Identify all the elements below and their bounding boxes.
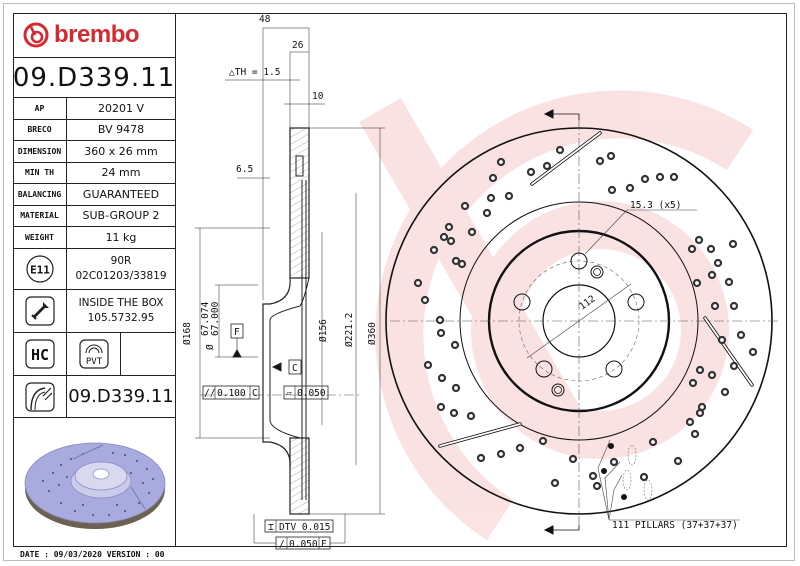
spec-value: 360 x 26 mm [84,144,158,158]
spec-key: MATERIAL [13,205,67,226]
svg-text:HC: HC [30,346,48,364]
pillars-note: 111 PILLARS (37+37+37) [612,520,738,531]
spec-row-weight: WEIGHT 11 kg [13,227,175,249]
svg-text:E11: E11 [30,264,50,277]
spec-value: GUARANTEED [82,187,160,201]
spec-row-balancing: BALANCING GUARANTEED [13,184,175,206]
datum-c-label: C [292,363,298,374]
spec-row-breco: BRECO BV 9478 [13,119,175,141]
hole-note: 15.3 (x5) [630,200,681,211]
badge-row: HC PVT [13,333,175,376]
tol-parallel-ref: C [252,388,258,399]
dim-360: Ø360 [367,322,378,345]
flatness-symbol-icon: ▱ [286,388,292,399]
svg-text:PVT: PVT [85,357,102,367]
footer-date: DATE : 09/03/2020 VERSION : 00 [20,550,165,559]
page-frame [3,3,795,561]
approval-row: E11 90R 02C01203/33819 [13,249,175,290]
dim-168: Ø168 [182,322,193,345]
datum-f-label: F [234,327,240,338]
hardware-line1: INSIDE THE BOX [78,297,164,309]
spec-row-ap: AP 20201 V [13,98,175,120]
watermark-logo [359,90,754,541]
spec-row-material: MATERIAL SUB-GROUP 2 [13,205,175,227]
section-view [195,27,385,550]
spec-value: SUB-GROUP 2 [82,209,160,223]
tol-parallel-value: 0.100 [217,388,246,399]
dim-6-5: 6.5 [236,164,253,175]
spec-value: BV 9478 [97,123,145,137]
part-number-cell: 09.D339.11 [13,58,175,98]
disc-pad-icon [24,381,55,412]
section-dimension-labels: 48 26 △TH = 1.5 10 6.5 Ø168 67.074 67.00… [182,14,378,550]
dim-10: 10 [312,91,324,102]
spec-row-dimension: DIMENSION 360 x 26 mm [13,141,175,163]
part-number: 09.D339.11 [12,62,176,93]
dim-delta-th: △TH = 1.5 [229,67,280,78]
hardware-line2: 105.5732.95 [87,312,155,324]
tol-dtv: DTV 0.015 [279,522,330,533]
disc-3d-render [24,442,166,529]
spec-key: MIN TH [13,162,67,183]
runout-symbol-icon: / [279,539,285,550]
pvt-badge-icon: PVT [78,339,109,369]
dim-67-074: 67.074 [200,301,211,336]
spec-value: 24 mm [101,166,141,180]
drawing-frame [13,13,787,547]
kit-part-number: 09.D339.11 [68,386,174,407]
spec-key: BALANCING [13,184,67,205]
front-view [385,109,780,535]
screw-icon [24,296,55,326]
e11-approval-icon: E11 [25,255,54,283]
spec-value: 20201 V [97,101,144,115]
dim-221-2: Ø221.2 [344,313,355,347]
spec-key: BRECO [13,119,67,140]
dim-26: 26 [292,40,304,51]
dim-67-000: 67.000 [210,301,221,336]
spec-value: 11 kg [105,230,137,244]
dim-156: Ø156 [318,319,329,342]
dtv-symbol-icon: ⌶ [268,522,274,533]
drill-holes [413,145,758,491]
parallel-symbol-icon: // [204,388,215,399]
dim-center-prefix: Ø [205,344,216,350]
hc-badge-icon: HC [24,339,55,369]
title-block: brembo 09.D339.11 AP 20201 V BRECO BV 9478… [13,13,176,547]
brand-name: brembo [54,21,140,48]
dim-48: 48 [259,14,271,25]
disc-preview [13,407,175,547]
brembo-logo-icon [23,22,49,48]
approval-line2: 02C01203/33819 [75,270,167,282]
tol-flat-value: 0.050 [297,388,326,399]
spec-table: AP 20201 V BRECO BV 9478 DIMENSION 360 x 26… [13,98,175,249]
spec-key: AP [13,98,67,119]
spec-key: DIMENSION [13,141,67,162]
tol-runout-value: 0.050 [289,539,318,550]
spec-key: WEIGHT [13,227,67,248]
kit-row: 09.D339.11 [13,376,175,418]
hardware-row: INSIDE THE BOX 105.5732.95 [13,290,175,333]
tol-runout-ref: F [321,539,327,550]
spec-row-min-th: MIN TH 24 mm [13,162,175,184]
approval-line1: 90R [110,255,132,267]
brand-logo: brembo [13,13,175,58]
